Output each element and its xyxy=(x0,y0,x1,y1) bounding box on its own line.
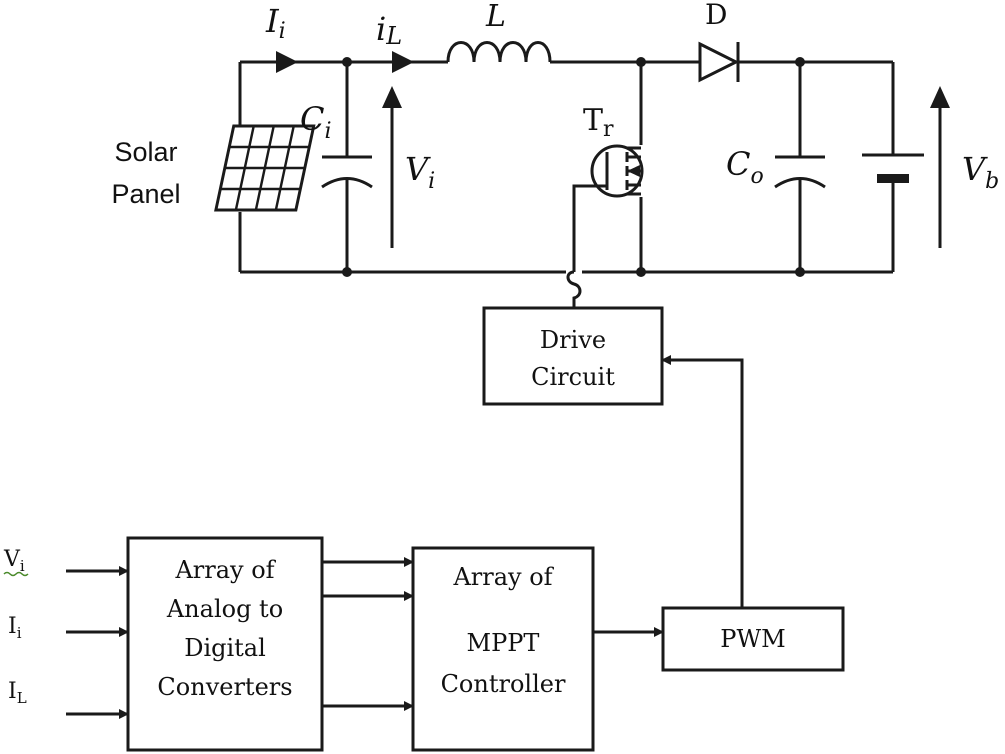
pwm-block: PWM xyxy=(661,606,845,672)
diode-label: D xyxy=(705,0,727,31)
input-label-ii: Ii xyxy=(8,614,22,642)
drive-label-1: Drive xyxy=(540,326,606,354)
mppt-label-3: Controller xyxy=(441,670,566,698)
adc-label-2: Analog to xyxy=(166,595,283,623)
pwm-label: PWM xyxy=(720,625,785,653)
spellcheck-underline xyxy=(3,571,29,577)
vb-arrow-head xyxy=(930,86,950,108)
drive-circuit-block: Drive Circuit xyxy=(482,306,664,406)
current-arrow-ii xyxy=(276,51,298,73)
cap-in-label: Ci xyxy=(300,100,332,144)
diode-symbol xyxy=(698,41,740,83)
transistor-label: Tr xyxy=(583,103,614,142)
vi-arrow-head xyxy=(382,86,402,108)
input-label-il: IL xyxy=(8,679,27,707)
mppt-block: Array of MPPT Controller xyxy=(411,546,595,752)
cap-out-label: Co xyxy=(726,145,764,189)
adc-label-1: Array of xyxy=(174,556,276,584)
voltage-batt-label: Vb xyxy=(962,150,999,194)
transistor-symbol xyxy=(572,62,644,272)
gate-drive-wire xyxy=(566,270,582,308)
current-in-label: Ii xyxy=(265,2,286,44)
current-arrow-il xyxy=(392,51,414,73)
power-circuit xyxy=(214,41,950,308)
input-capacitor xyxy=(321,62,373,272)
junction-dots xyxy=(342,57,805,277)
control-arrows xyxy=(66,355,744,719)
inductor-label: L xyxy=(485,0,506,34)
input-label-vi: Vi xyxy=(3,547,25,575)
adc-label-3: Digital xyxy=(184,634,266,662)
pwm-drive-arrow xyxy=(661,355,744,608)
output-capacitor xyxy=(774,62,826,272)
panel-label-2: Panel xyxy=(111,179,180,209)
panel-label-1: Solar xyxy=(114,137,177,167)
input-labels: Vi Ii IL xyxy=(3,547,29,707)
adc-label-4: Converters xyxy=(157,673,292,701)
inductor-symbol xyxy=(446,41,552,63)
current-inductor-label: iL xyxy=(376,10,402,50)
mppt-label-1: Array of xyxy=(452,563,554,591)
voltage-in-label: Vi xyxy=(405,150,435,194)
solar-panel-icon xyxy=(214,124,316,212)
drive-label-2: Circuit xyxy=(531,363,615,391)
adc-block: Array of Analog to Digital Converters xyxy=(126,536,324,752)
circuit-labels: Solar Panel Ii iL L D Tr Ci Vi Co Vb xyxy=(111,0,999,209)
battery-symbol xyxy=(862,153,924,183)
mppt-label-2: MPPT xyxy=(467,629,540,657)
